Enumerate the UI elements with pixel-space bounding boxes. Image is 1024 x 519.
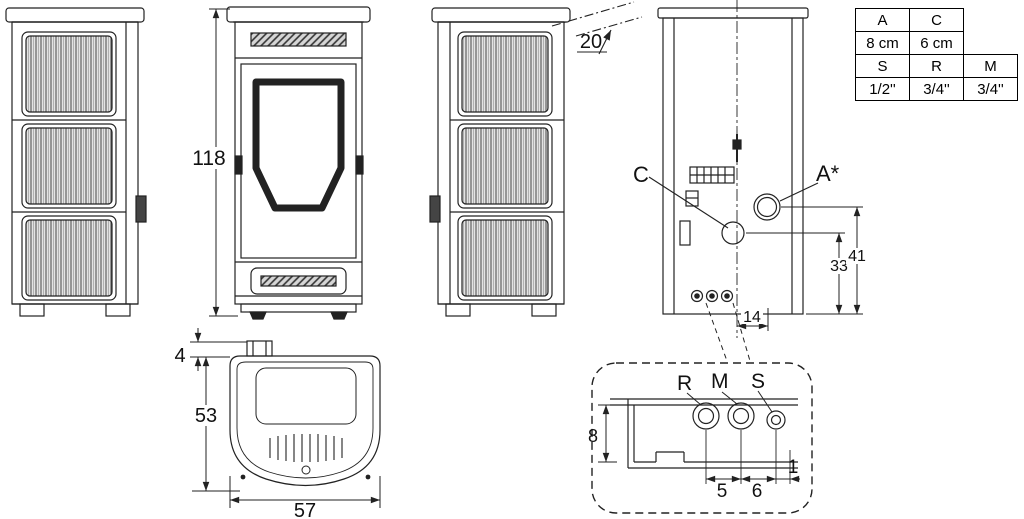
label-r: R	[677, 372, 692, 395]
left-side-view	[5, 7, 147, 317]
dim-width-text: 57	[294, 500, 316, 519]
connection-r	[692, 402, 720, 430]
door-handle-side-right-view	[429, 195, 441, 223]
table-cell-m-value: 3/4''	[963, 77, 1018, 101]
top-vent-slots	[269, 434, 343, 462]
door-hinge-left	[234, 155, 243, 175]
table-cell-a-value: 8 cm	[855, 31, 910, 55]
dim-c-height-text: 33	[830, 258, 848, 275]
dim-r-m-text: 5	[717, 481, 728, 502]
table-row-letters-srm: S R M	[855, 54, 1018, 78]
label-s: S	[751, 370, 765, 393]
right-side-view	[429, 7, 571, 317]
dim-a-offset-text: 14	[743, 309, 761, 326]
louver-panels-left	[21, 31, 117, 301]
louver-panels-right	[457, 31, 553, 301]
table-cell-c-value: 6 cm	[909, 31, 964, 55]
fire-door-window	[252, 78, 345, 212]
front-view	[226, 6, 371, 320]
connections-detail: R M S 8 5 6 1	[588, 362, 813, 514]
table-row-letters-ac: A C	[855, 8, 1018, 32]
dim-s-edge-text: 1	[788, 457, 799, 478]
table-cell-r-value: 3/4''	[909, 77, 964, 101]
rear-labels: C A*	[633, 161, 840, 229]
connection-m	[727, 402, 755, 430]
dim-flue-20: 20	[551, 1, 643, 55]
dim-flue-depth-text: 4	[174, 345, 185, 367]
flue-outlet-c	[721, 221, 745, 245]
table-cell-a: A	[855, 8, 910, 32]
rear-view	[657, 0, 809, 362]
dim-flue-text: 20	[580, 31, 602, 53]
flue-stub-top	[246, 340, 273, 357]
air-intake-a	[753, 193, 781, 221]
connection-s	[766, 410, 786, 430]
label-a-star: A*	[816, 161, 840, 186]
label-c: C	[633, 162, 649, 187]
dim-height-text: 118	[192, 147, 225, 170]
top-view-dimensions: 4 53 57	[174, 328, 381, 519]
detail-bubble	[591, 362, 813, 514]
rear-dimensions: 14 33 41	[737, 206, 868, 331]
bottom-grille	[250, 267, 347, 295]
table-cell-c: C	[909, 8, 964, 32]
label-m: M	[711, 370, 729, 393]
table-row-values-srm: 1/2'' 3/4'' 3/4''	[855, 77, 1018, 101]
table-cell-r: R	[909, 54, 964, 78]
spec-table: A C 8 cm 6 cm S R M 1/2'' 3/4'' 3/4''	[855, 8, 1018, 101]
door-handle-side-left-view	[135, 195, 147, 223]
top-vent-grille	[250, 32, 347, 47]
dim-m-s-text: 6	[752, 481, 763, 502]
door-hinge-right	[355, 155, 364, 175]
water-connections-rear	[690, 289, 734, 303]
top-outline	[229, 355, 381, 487]
top-view	[229, 340, 381, 487]
power-switch	[679, 220, 691, 246]
table-row-values-ac: 8 cm 6 cm	[855, 31, 1018, 55]
dim-conn-height-text: 8	[588, 426, 598, 446]
table-cell-s: S	[855, 54, 910, 78]
table-cell-m: M	[963, 54, 1018, 78]
terminal-block	[689, 166, 735, 184]
dim-depth-text: 53	[195, 405, 217, 427]
dim-a-height-text: 41	[848, 248, 866, 265]
table-cell-s-value: 1/2''	[855, 77, 910, 101]
dim-height-118: 118	[192, 8, 238, 317]
flue-bolt	[732, 139, 742, 150]
